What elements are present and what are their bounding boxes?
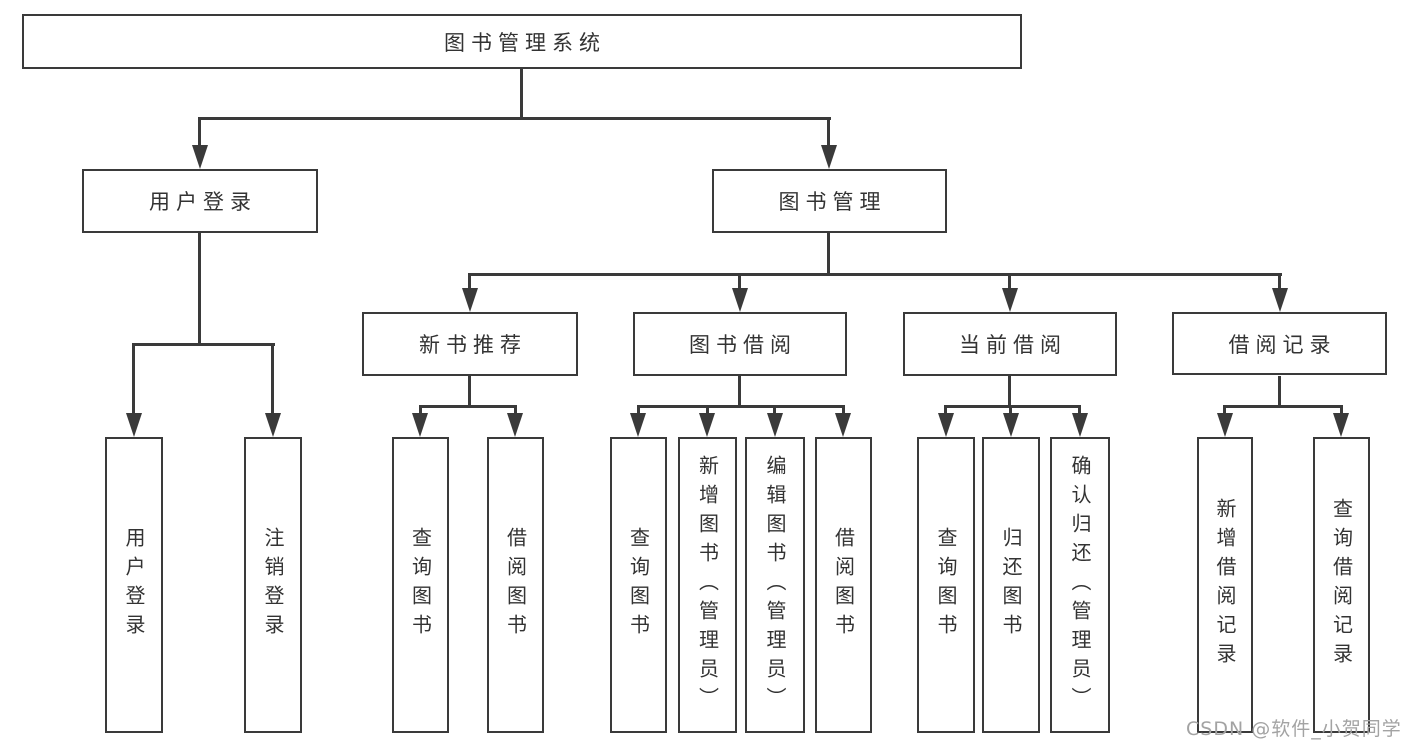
node-current-borrow: 当前借阅	[903, 312, 1117, 376]
node-label: 借阅记录	[1228, 332, 1337, 357]
node-label: 归还图书	[999, 527, 1023, 643]
connector-current-rail	[944, 405, 1081, 408]
connector-stem	[842, 405, 845, 417]
node-new-book-recommend: 新书推荐	[362, 312, 578, 376]
node-label: 图书管理	[778, 190, 887, 214]
connector-stem	[1009, 405, 1012, 417]
arrow-down-icon	[767, 413, 783, 437]
arrow-down-icon	[732, 288, 748, 312]
arrow-down-icon	[699, 413, 715, 437]
node-label: 查询图书	[934, 527, 958, 643]
connector-newbook-rail	[419, 405, 517, 408]
node-label: 用户登录	[149, 190, 257, 214]
leaf-add-books-admin: 新增图书（管理员）	[678, 437, 737, 733]
connector-stem	[738, 376, 741, 408]
connector-root-stem	[520, 69, 523, 120]
leaf-query-borrow-record: 查询借阅记录	[1313, 437, 1370, 733]
connector-records-rail	[1223, 405, 1343, 408]
node-label: 新增借阅记录	[1213, 498, 1237, 672]
arrow-down-icon	[630, 413, 646, 437]
node-label: 查询借阅记录	[1329, 498, 1354, 672]
node-book-borrow: 图书借阅	[633, 312, 847, 376]
connector-stem	[944, 405, 947, 417]
arrow-down-icon	[1002, 288, 1018, 312]
node-label: 新书推荐	[419, 333, 527, 357]
node-label: 确认归还（管理员）	[1068, 454, 1092, 716]
leaf-query-books: 查询图书	[392, 437, 449, 733]
arrow-down-icon	[938, 413, 954, 437]
node-label: 查询图书	[408, 527, 433, 643]
connector-stem	[1008, 376, 1011, 408]
node-label: 查询图书	[626, 527, 651, 643]
connector-stem	[271, 343, 274, 417]
leaf-logout: 注销登录	[244, 437, 302, 733]
arrow-down-icon	[1217, 413, 1233, 437]
arrow-down-icon	[265, 413, 281, 437]
leaf-user-login: 用户登录	[105, 437, 163, 733]
leaf-borrow-books: 借阅图书	[815, 437, 872, 733]
connector-stem	[1008, 273, 1011, 291]
arrow-down-icon	[1333, 413, 1349, 437]
connector-stem	[827, 233, 830, 276]
connector-stem	[468, 376, 471, 408]
connector-stem	[1078, 405, 1081, 417]
connector-stem	[468, 273, 471, 291]
arrow-down-icon	[821, 145, 837, 169]
node-label: 新增图书（管理员）	[695, 454, 720, 716]
connector-stem	[1223, 405, 1226, 417]
node-label: 用户登录	[122, 527, 146, 643]
leaf-borrow-books: 借阅图书	[487, 437, 544, 733]
connector-stem	[827, 117, 830, 148]
leaf-query-books: 查询图书	[610, 437, 667, 733]
node-user-login: 用户登录	[82, 169, 318, 233]
node-label: 注销登录	[261, 527, 285, 643]
connector-stem	[637, 405, 640, 417]
csdn-watermark: CSDN @软件_小贺同学	[1186, 718, 1402, 740]
node-label: 借阅图书	[503, 527, 528, 643]
arrow-down-icon	[192, 145, 208, 169]
connector-userlogin-rail	[132, 343, 275, 346]
node-label: 图书借阅	[689, 333, 797, 357]
connector-stem	[1278, 273, 1281, 291]
node-label: 当前借阅	[959, 333, 1067, 357]
leaf-confirm-return-admin: 确认归还（管理员）	[1050, 437, 1110, 733]
connector-stem	[773, 405, 776, 417]
connector-stem	[1278, 376, 1281, 408]
node-label: 编辑图书（管理员）	[763, 454, 787, 716]
arrow-down-icon	[1272, 288, 1288, 312]
leaf-add-borrow-record: 新增借阅记录	[1197, 437, 1253, 733]
leaf-return-books: 归还图书	[982, 437, 1040, 733]
connector-stem	[1340, 405, 1343, 417]
connector-stem	[132, 343, 135, 417]
connector-stem	[514, 405, 517, 417]
node-book-management: 图书管理	[712, 169, 947, 233]
arrow-down-icon	[126, 413, 142, 437]
node-label: 图书管理系统	[444, 30, 606, 55]
connector-stem	[706, 405, 709, 417]
arrow-down-icon	[835, 413, 851, 437]
arrow-down-icon	[1072, 413, 1088, 437]
node-library-system: 图书管理系统	[22, 14, 1022, 69]
connector-level3-rail	[468, 273, 1282, 276]
arrow-down-icon	[1003, 413, 1019, 437]
leaf-query-books: 查询图书	[917, 437, 975, 733]
node-label: 借阅图书	[831, 527, 856, 643]
connector-bookborrow-rail	[637, 405, 845, 408]
node-borrow-records: 借阅记录	[1172, 312, 1387, 375]
connector-stem	[738, 273, 741, 291]
connector-stem	[419, 405, 422, 417]
arrow-down-icon	[507, 413, 523, 437]
arrow-down-icon	[462, 288, 478, 312]
arrow-down-icon	[412, 413, 428, 437]
connector-stem	[198, 233, 201, 346]
connector-level2-rail	[198, 117, 831, 120]
connector-stem	[198, 117, 201, 148]
leaf-edit-books-admin: 编辑图书（管理员）	[745, 437, 805, 733]
